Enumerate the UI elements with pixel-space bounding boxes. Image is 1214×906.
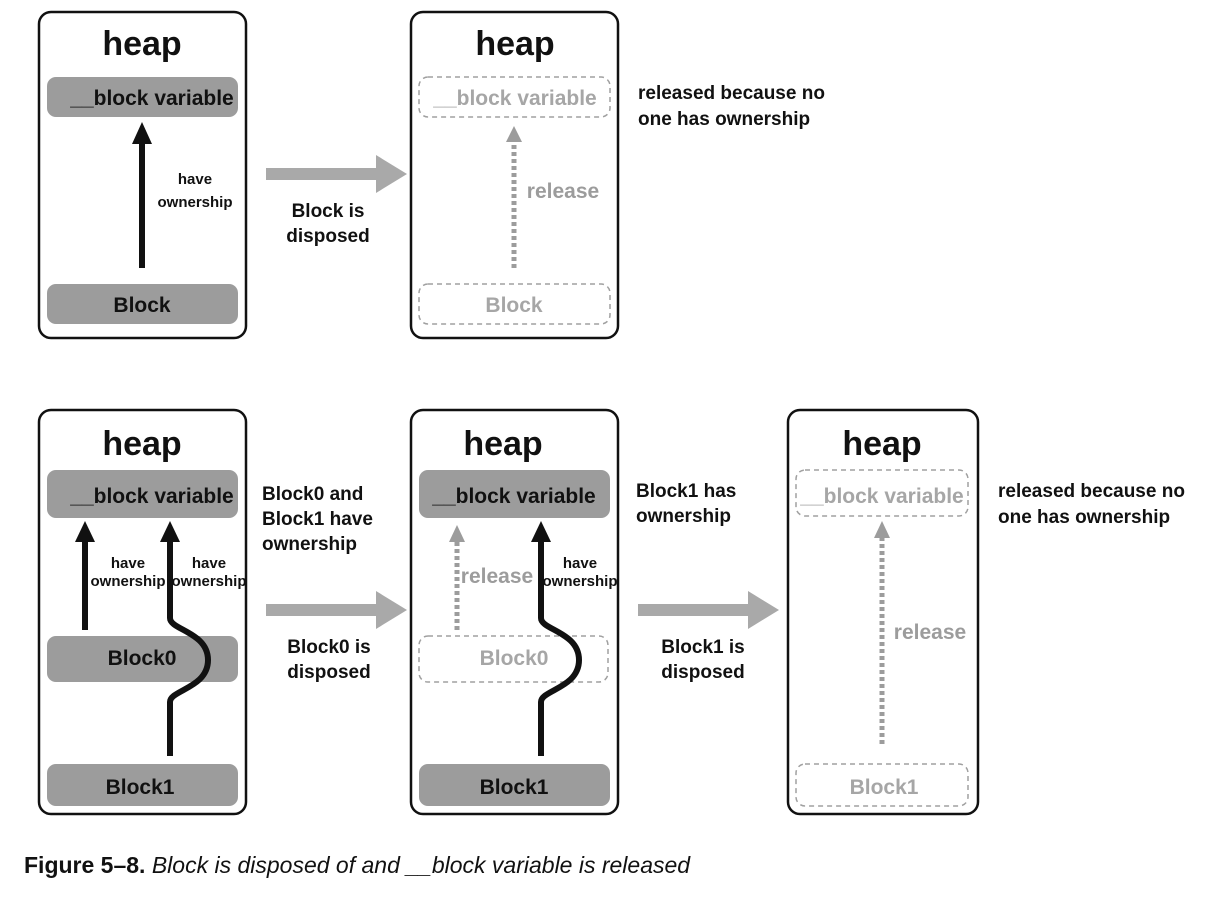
- released-block-variable-box: __block variable: [418, 76, 611, 118]
- block0-ownership-arrow: [75, 521, 95, 630]
- heap-title: heap: [102, 425, 181, 463]
- release-label: release: [461, 565, 533, 588]
- release-arrow: [874, 521, 890, 744]
- figure-caption-text: Block is disposed of and __block variabl…: [151, 852, 691, 878]
- block-box: Block: [47, 284, 238, 324]
- svg-text:__block variable: __block variable: [69, 485, 233, 508]
- transition-arrow-2: [266, 591, 407, 629]
- release-label: release: [527, 180, 599, 203]
- svg-text:__block variable: __block variable: [69, 87, 233, 110]
- svg-text:Block0: Block0: [108, 647, 177, 670]
- svg-text:Block0: Block0: [480, 647, 549, 670]
- svg-text:Block1: Block1: [106, 776, 175, 799]
- heap-panel-5: heap __block variable release Block1: [786, 408, 980, 816]
- ownership-arrow: [132, 122, 152, 268]
- disposed-block0-box: Block0: [418, 635, 609, 683]
- svg-text:__block variable: __block variable: [432, 87, 596, 110]
- transition-arrow-3: [638, 591, 779, 629]
- svg-text:__block variable: __block variable: [431, 485, 595, 508]
- svg-text:__block variable: __block variable: [799, 485, 963, 508]
- figure-caption: Figure 5–8. Block is disposed of and __b…: [24, 852, 690, 879]
- svg-text:Block1: Block1: [480, 776, 549, 799]
- heap-title: heap: [842, 425, 921, 463]
- block1-ownership-arrow: [531, 521, 583, 756]
- release-arrow: [449, 525, 465, 630]
- block0-box: Block0: [47, 636, 238, 682]
- block-variable-box: __block variable: [47, 77, 238, 117]
- released-block-variable-box: __block variable: [795, 469, 969, 517]
- disposed-block1-box: Block1: [795, 763, 969, 807]
- disposed-block-box: Block: [418, 283, 611, 325]
- block1-box: Block1: [419, 764, 610, 806]
- block1-ownership-arrow: [160, 521, 212, 756]
- heap-panel-4: heap __block variable Block0 release hav…: [409, 408, 620, 816]
- svg-text:Block1: Block1: [850, 776, 919, 799]
- svg-text:Block: Block: [485, 294, 543, 317]
- heap-title: heap: [463, 425, 542, 463]
- block-variable-box: __block variable: [47, 470, 238, 518]
- transition-arrow-1: [266, 155, 407, 193]
- block-variable-box: __block variable: [419, 470, 610, 518]
- svg-text:Block: Block: [113, 294, 171, 317]
- heap-panel-2: heap __block variable release Block: [409, 10, 620, 340]
- block1-box: Block1: [47, 764, 238, 806]
- heap-title: heap: [102, 25, 181, 63]
- release-label: release: [894, 621, 966, 644]
- heap-title: heap: [475, 25, 554, 63]
- figure-number: Figure 5–8.: [24, 852, 146, 878]
- release-arrow: [506, 126, 522, 268]
